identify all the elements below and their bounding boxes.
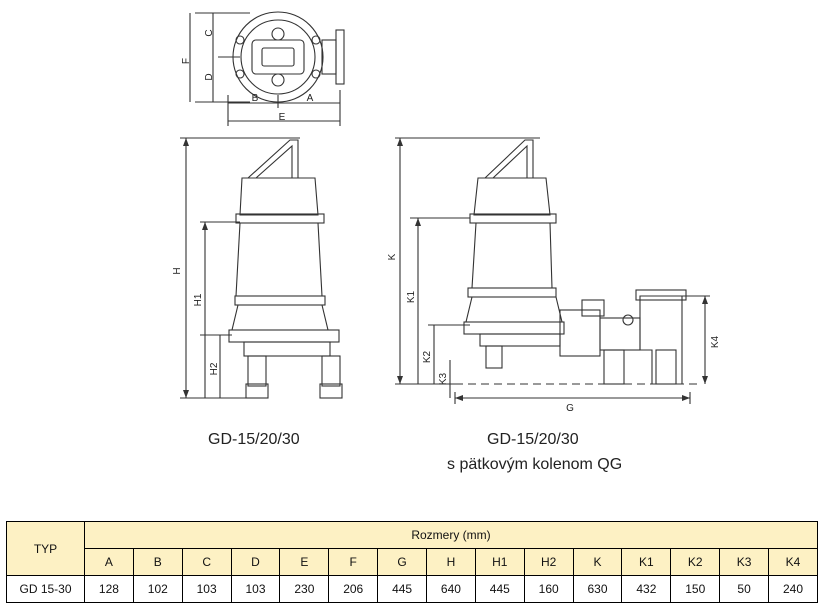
column-header: A bbox=[84, 548, 134, 576]
value-cell: 50 bbox=[719, 575, 770, 603]
side-view bbox=[395, 137, 710, 404]
dim-label-c: C bbox=[204, 29, 215, 36]
column-header: G bbox=[377, 548, 428, 576]
value-cell: 128 bbox=[84, 575, 134, 603]
value-cell: 206 bbox=[328, 575, 379, 603]
value-cell: 150 bbox=[670, 575, 721, 603]
column-header: K3 bbox=[719, 548, 770, 576]
technical-drawing: F C D B A E H H1 H2 K K1 K2 K3 K4 G bbox=[172, 11, 721, 414]
value-cell: 230 bbox=[279, 575, 330, 603]
dimensions-table: TYP Rozmery (mm) A B C D E F G H H1 H2 K… bbox=[6, 521, 818, 603]
dim-label-k3: K3 bbox=[438, 372, 449, 385]
dim-label-e: E bbox=[279, 112, 286, 123]
dim-label-b: B bbox=[252, 93, 259, 104]
column-header: B bbox=[132, 548, 183, 576]
column-header: H2 bbox=[523, 548, 574, 576]
column-header: K bbox=[572, 548, 623, 576]
column-header: K1 bbox=[621, 548, 672, 576]
dim-label-h2: H2 bbox=[209, 362, 220, 375]
table-column-header-row: A B C D E F G H H1 H2 K K1 K2 K3 K4 bbox=[7, 548, 818, 576]
value-cell: 445 bbox=[377, 575, 428, 603]
dimensions-group-header: Rozmery (mm) bbox=[84, 521, 818, 549]
value-cell: 103 bbox=[230, 575, 281, 603]
dim-label-d: D bbox=[204, 73, 215, 80]
caption-left: GD-15/20/30 bbox=[208, 431, 300, 448]
typ-cell: GD 15-30 bbox=[6, 575, 85, 603]
dim-label-k1: K1 bbox=[406, 290, 417, 303]
table-row: GD 15-30 128 102 103 103 230 206 445 640… bbox=[6, 575, 818, 603]
column-header: D bbox=[230, 548, 281, 576]
column-header: K4 bbox=[768, 548, 818, 576]
value-cell: 102 bbox=[132, 575, 183, 603]
front-view bbox=[180, 137, 343, 399]
table-header-row: TYP Rozmery (mm) bbox=[6, 521, 818, 576]
value-cell: 432 bbox=[621, 575, 672, 603]
value-cell: 240 bbox=[768, 575, 818, 603]
column-header: C bbox=[181, 548, 232, 576]
top-view bbox=[189, 11, 345, 126]
column-header: E bbox=[279, 548, 330, 576]
caption-right-subtitle: s pätkovým kolenom QG bbox=[447, 456, 623, 473]
dim-label-h: H bbox=[172, 267, 183, 274]
column-header: K2 bbox=[670, 548, 721, 576]
column-header: H1 bbox=[474, 548, 525, 576]
value-cell: 630 bbox=[572, 575, 623, 603]
value-cell: 103 bbox=[181, 575, 232, 603]
dim-label-f: F bbox=[181, 58, 192, 64]
dim-label-a: A bbox=[307, 93, 314, 104]
dim-label-k2: K2 bbox=[422, 350, 433, 363]
dim-label-k4: K4 bbox=[710, 335, 721, 348]
value-cell: 445 bbox=[474, 575, 525, 603]
typ-header: TYP bbox=[6, 521, 85, 576]
column-header: H bbox=[426, 548, 476, 576]
dim-label-h1: H1 bbox=[193, 293, 204, 306]
value-cell: 640 bbox=[426, 575, 476, 603]
column-header: F bbox=[328, 548, 379, 576]
dim-label-k: K bbox=[387, 253, 398, 260]
caption-right-title: GD-15/20/30 bbox=[487, 431, 579, 448]
value-cell: 160 bbox=[523, 575, 574, 603]
dim-label-g: G bbox=[566, 403, 574, 414]
